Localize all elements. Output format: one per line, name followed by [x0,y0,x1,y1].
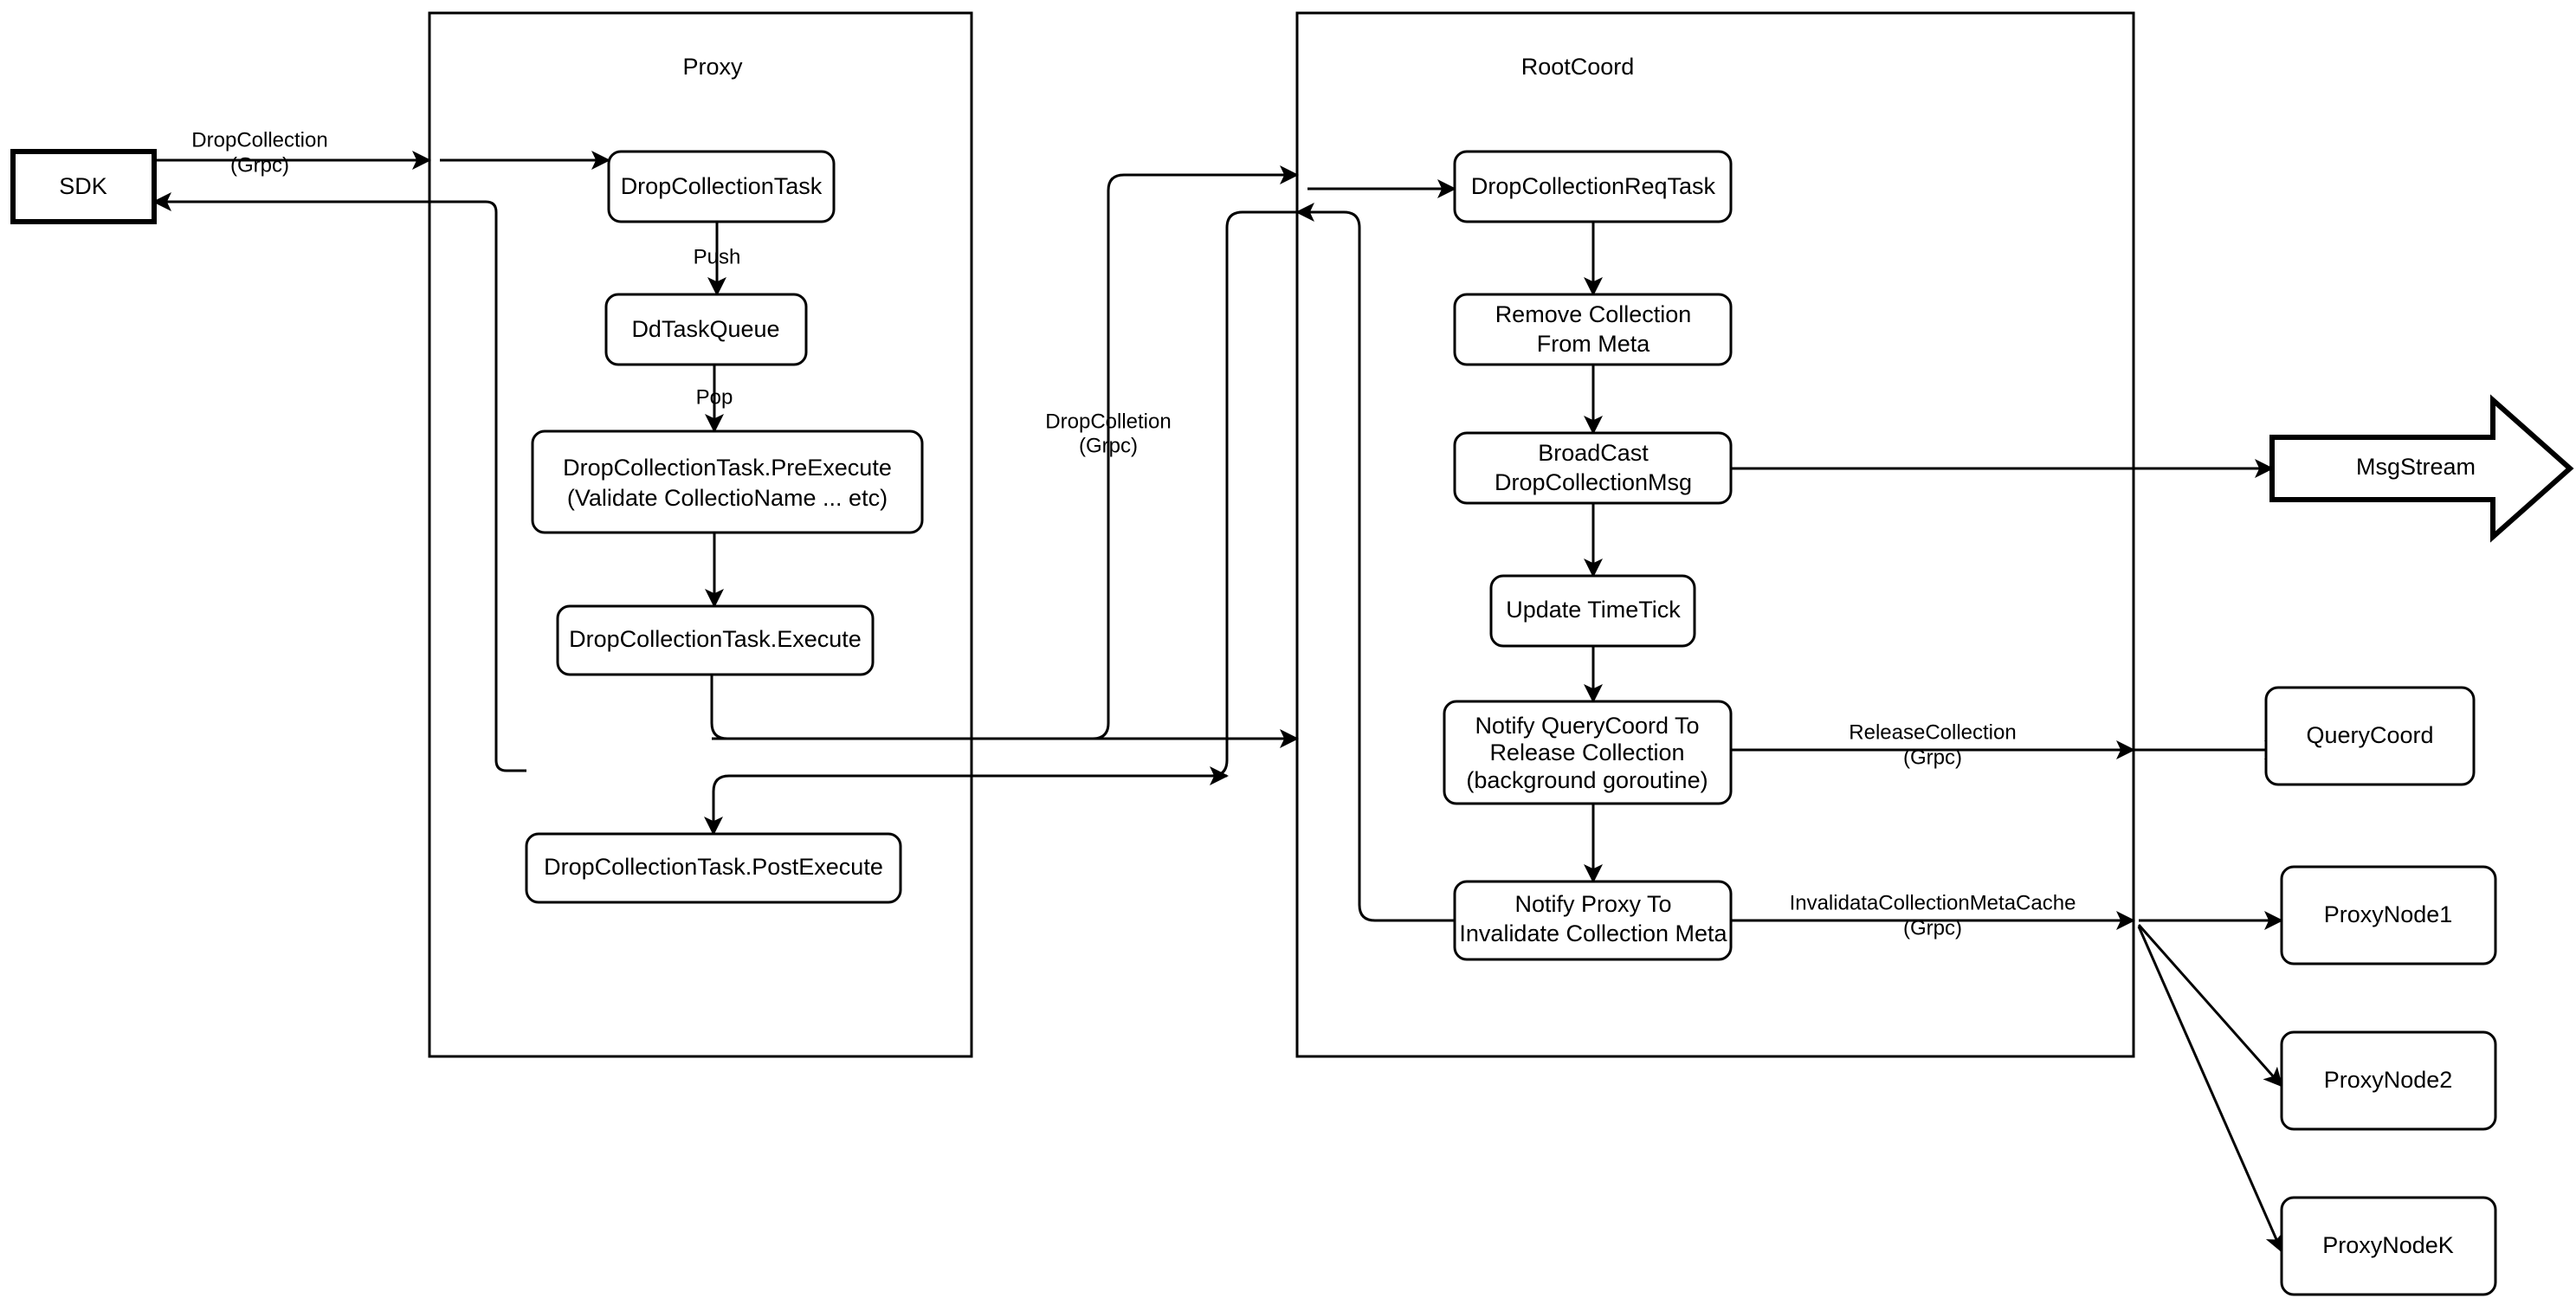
node-proxynode1-label: ProxyNode1 [2324,901,2453,927]
node-proxynode1[interactable] [2280,865,2497,965]
node-querycoord[interactable] [2264,686,2476,786]
node-remove-collection-from-meta-label-line1: Remove Collection [1495,301,1692,327]
edge-fanout-to-proxynode2 [2137,924,2283,1088]
container-proxy [428,11,973,1058]
edge-label-dropcollection-grpc-line1: DropCollection [191,128,327,152]
edge-rootcoord-return-to-postexecute [704,774,1227,836]
node-msgstream[interactable] [2269,394,2574,543]
edge-label-pop: Pop [696,385,733,409]
container-rootcoord [1295,11,2135,1058]
node-sdk-label: SDK [59,173,107,199]
node-preexecute[interactable] [531,429,924,534]
node-proxynode2[interactable] [2280,1030,2497,1131]
container-proxy-label: Proxy [682,54,743,80]
node-dd-task-queue[interactable] [604,293,808,366]
node-drop-collection-task-label: DropCollectionTask [621,173,823,199]
node-drop-collection-req-task[interactable] [1453,150,1733,223]
edge-label-dropcolletion-grpc-line2: (Grpc) [1079,434,1138,457]
node-proxynodek-label: ProxyNodeK [2322,1232,2454,1258]
node-execute-label: DropCollectionTask.Execute [569,626,862,652]
container-rootcoord-label: RootCoord [1521,54,1635,80]
node-proxynode2-label: ProxyNode2 [2324,1067,2453,1093]
node-sdk[interactable] [10,149,157,224]
node-update-timetick-label: Update TimeTick [1506,597,1681,623]
node-notify-querycoord[interactable] [1443,700,1733,805]
node-preexecute-label-line1: DropCollectionTask.PreExecute [563,455,892,481]
node-remove-collection-from-meta[interactable] [1453,293,1733,366]
node-querycoord-label: QueryCoord [2306,722,2433,748]
edge-label-invalidatecache-line1: InvalidataCollectionMetaCache [1790,891,2076,914]
edge-proxy-to-rootcoord-outbound [712,165,1299,740]
node-broadcast-label-line1: BroadCast [1538,440,1649,466]
node-notify-querycoord-label-line2: Release Collection [1489,739,1684,765]
node-proxynodek[interactable] [2280,1196,2497,1296]
node-drop-collection-task[interactable] [607,150,836,223]
node-update-timetick[interactable] [1489,574,1696,648]
node-postexecute-label: DropCollectionTask.PostExecute [544,854,883,880]
node-execute[interactable] [556,604,875,676]
edge-rootcoord-to-proxy-inbound [1210,210,1297,785]
edge-label-invalidatecache-line2: (Grpc) [1903,916,1962,940]
node-remove-collection-from-meta-label-line2: From Meta [1537,331,1651,357]
node-notify-proxy[interactable] [1453,880,1733,961]
edge-fanout-to-proxynodek [2137,926,2284,1253]
edge-postexecute-to-sdk [152,192,526,772]
node-notify-querycoord-label-line3: (background goroutine) [1466,767,1708,793]
edge-label-push: Push [694,245,741,268]
edge-label-dropcollection-grpc-line2: (Grpc) [230,153,289,177]
node-postexecute[interactable] [525,832,902,904]
edge-label-dropcolletion-grpc-line1: DropColletion [1045,410,1171,433]
node-preexecute-label-line2: (Validate CollectioName ... etc) [567,485,888,511]
node-notify-proxy-label-line1: Notify Proxy To [1514,891,1671,917]
node-drop-collection-req-task-label: DropCollectionReqTask [1471,173,1716,199]
node-notify-proxy-label-line2: Invalidate Collection Meta [1459,920,1727,946]
edge-label-releasecollection-line2: (Grpc) [1903,746,1962,769]
node-dd-task-queue-label: DdTaskQueue [631,316,779,342]
node-notify-querycoord-label-line1: Notify QueryCoord To [1475,713,1699,739]
edge-notifyproxy-left-return [1295,203,1455,922]
node-msgstream-label: MsgStream [2356,454,2476,480]
node-broadcast-drop-collection-msg[interactable] [1453,431,1733,505]
edge-label-releasecollection-line1: ReleaseCollection [1849,720,2016,744]
edge-execute-to-rootcoord [710,675,1299,748]
node-broadcast-label-line2: DropCollectionMsg [1495,469,1692,495]
